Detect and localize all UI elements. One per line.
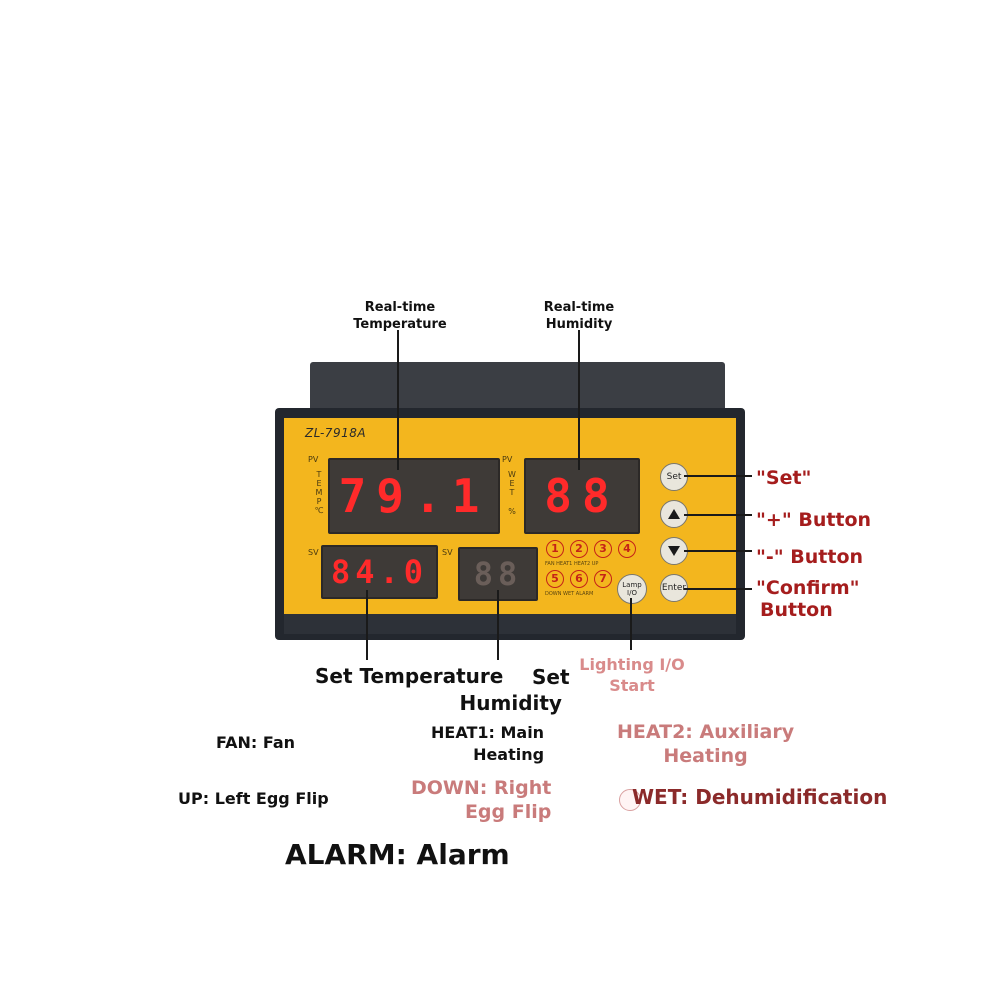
lamp-button[interactable]: Lamp I/O bbox=[617, 574, 647, 604]
confirm-leader-line bbox=[684, 588, 752, 590]
confirm-annotation-line1: "Confirm" bbox=[756, 577, 860, 599]
minus-annotation: "-" Button bbox=[756, 546, 864, 568]
lamp-leader-line bbox=[630, 598, 632, 650]
realtime-temperature-caption: Real-time Temperature bbox=[353, 300, 447, 332]
enter-button-label: Enter bbox=[661, 583, 687, 593]
legend-heat2: HEAT2: Auxiliary Heating bbox=[617, 720, 794, 768]
lighting-line2: Start bbox=[609, 676, 655, 695]
legend-up: UP: Left Egg Flip bbox=[178, 789, 329, 808]
temperature-pv-display: 79.1 bbox=[328, 458, 500, 534]
indicator-heat2: 3 bbox=[594, 540, 612, 558]
temperature-pv-value: 79.1 bbox=[338, 469, 490, 523]
legend-heat1: HEAT1: Main Heating bbox=[431, 722, 544, 766]
temperature-sv-display: 84.0 bbox=[321, 545, 438, 599]
set-annotation: "Set" bbox=[756, 467, 812, 489]
sv-label-temp: SV bbox=[308, 548, 319, 557]
indicator-labels-top: FAN HEAT1 HEAT2 UP bbox=[545, 561, 599, 567]
minus-leader-line bbox=[684, 550, 752, 552]
down-arrow-icon bbox=[668, 546, 680, 556]
lighting-annotation: Lighting I/O Start bbox=[572, 654, 692, 696]
humidity-pv-display: 88 bbox=[524, 458, 640, 534]
indicator-labels-bottom: DOWN WET ALARM bbox=[545, 591, 594, 597]
temp-side-letter: P bbox=[316, 497, 322, 506]
legend-down-line1: DOWN: Right bbox=[411, 777, 552, 799]
confirm-annotation-line2: Button bbox=[760, 599, 833, 621]
legend-down: DOWN: Right Egg Flip bbox=[411, 776, 551, 824]
up-arrow-icon bbox=[668, 509, 680, 519]
set-leader-line bbox=[684, 475, 752, 477]
temp-sv-leader-line bbox=[366, 590, 368, 660]
temp-pv-leader-line bbox=[397, 330, 399, 470]
confirm-annotation: "Confirm" Button bbox=[756, 577, 860, 621]
wet-side-letter: E bbox=[509, 479, 515, 488]
legend-heat1-line1: HEAT1: Main bbox=[431, 723, 545, 742]
device-bottom-strip bbox=[284, 614, 736, 634]
legend-alarm: ALARM: Alarm bbox=[285, 838, 510, 871]
lighting-line1: Lighting I/O bbox=[579, 655, 685, 674]
pv-label-humidity: PV bbox=[502, 455, 513, 464]
wet-circle-icon bbox=[619, 789, 641, 811]
legend-heat2-line1: HEAT2: Auxiliary bbox=[617, 721, 795, 743]
plus-leader-line bbox=[684, 514, 752, 516]
legend-heat2-line2: Heating bbox=[663, 745, 748, 767]
indicator-heat1: 2 bbox=[570, 540, 588, 558]
plus-annotation: "+" Button bbox=[756, 509, 872, 531]
temp-side-letter: E bbox=[316, 479, 322, 488]
temp-side-label: T E M P ℃ bbox=[314, 470, 324, 515]
temp-side-letter: T bbox=[316, 470, 322, 479]
set-humidity-line2: Humidity bbox=[459, 691, 562, 715]
set-humidity-line1: Set bbox=[532, 665, 570, 689]
set-button[interactable]: Set bbox=[660, 463, 688, 491]
humidity-pv-value: 88 bbox=[544, 469, 620, 523]
set-humidity-annotation: Set Humidity bbox=[452, 664, 570, 716]
legend-heat1-line2: Heating bbox=[473, 745, 545, 764]
legend-fan: FAN: Fan bbox=[216, 733, 296, 752]
indicator-down: 5 bbox=[546, 570, 564, 588]
temperature-sv-value: 84.0 bbox=[330, 553, 429, 591]
model-number: ZL-7918A bbox=[305, 426, 367, 440]
lamp-button-label: Lamp I/O bbox=[622, 581, 642, 597]
legend-wet: WET: Dehumidification bbox=[632, 785, 888, 809]
sv-label-humidity: SV bbox=[442, 548, 453, 557]
indicator-wet: 6 bbox=[570, 570, 588, 588]
humidity-sv-leader-line bbox=[497, 590, 499, 660]
set-button-label: Set bbox=[666, 472, 682, 482]
set-temperature-annotation: Set Temperature bbox=[315, 664, 504, 688]
indicator-fan: 1 bbox=[546, 540, 564, 558]
minus-button[interactable] bbox=[660, 537, 688, 565]
wet-side-letter: T bbox=[509, 488, 515, 497]
wet-side-letter: W bbox=[508, 470, 516, 479]
humidity-pv-leader-line bbox=[578, 330, 580, 470]
legend-down-line2: Egg Flip bbox=[464, 801, 552, 823]
wet-side-letter: % bbox=[508, 507, 516, 516]
indicator-alarm: 7 bbox=[594, 570, 612, 588]
realtime-humidity-caption: Real-time Humidity bbox=[543, 300, 615, 332]
enter-button[interactable]: Enter bbox=[660, 574, 688, 602]
wet-side-label: W E T % bbox=[507, 470, 517, 516]
indicator-up: 4 bbox=[618, 540, 636, 558]
temp-side-letter: ℃ bbox=[314, 506, 324, 515]
pv-label-temp: PV bbox=[308, 455, 319, 464]
humidity-sv-value: 88 bbox=[473, 555, 523, 593]
temp-side-letter: M bbox=[315, 488, 323, 497]
